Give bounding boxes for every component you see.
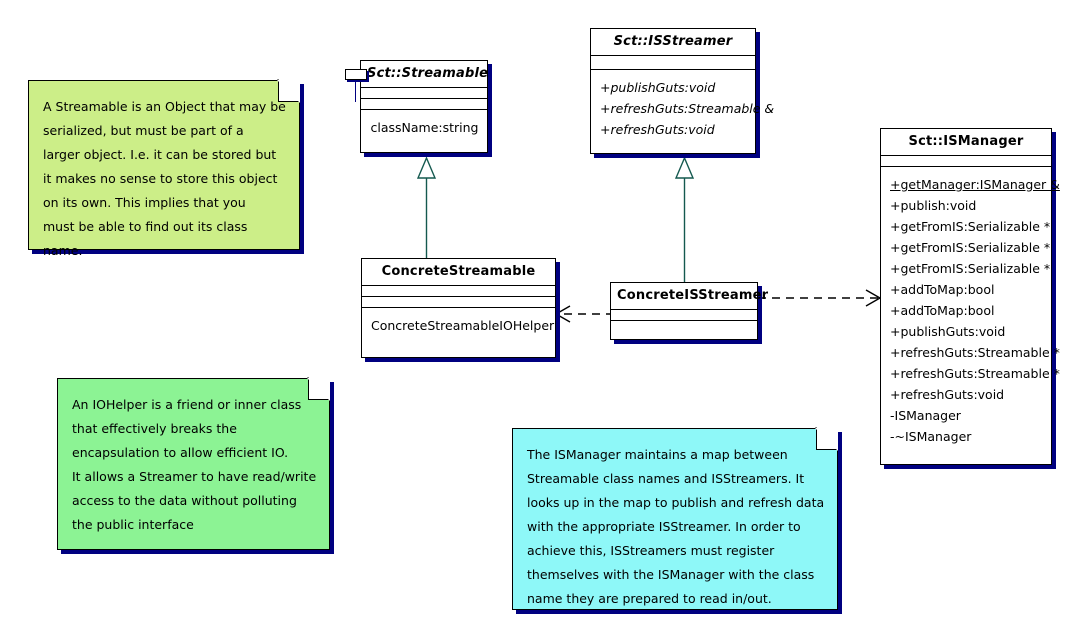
- class-member: +addToMap:bool: [890, 282, 995, 297]
- generalization-concrete-isstreamer-to-isstreamer: [674, 156, 695, 290]
- class-title-concrete-streamable: ConcreteStreamable: [381, 264, 536, 279]
- note-line: access to the data without polluting: [72, 493, 297, 508]
- note-line: must be able to find out its class: [43, 219, 248, 234]
- note-line: looks up in the map to publish and refre…: [527, 495, 825, 510]
- note-line: It allows a Streamer to have read/write: [72, 469, 317, 484]
- note-line: on its own. This implies that you: [43, 195, 246, 210]
- class-box-concrete-isstreamer[interactable]: ConcreteISStreamer: [610, 282, 769, 340]
- class-compartment-empty: [361, 98, 487, 109]
- class-compartment-empty: [611, 320, 757, 331]
- class-attributes-streamable: className:string: [361, 109, 487, 138]
- class-member: +publishGuts:void: [600, 80, 716, 95]
- class-box-streamable[interactable]: Sct::Streamable className:string: [345, 60, 489, 153]
- class-compartment-empty: [591, 55, 755, 69]
- class-title-streamable: Sct::Streamable: [367, 66, 489, 81]
- class-title-isstreamer: Sct::ISStreamer: [613, 34, 733, 49]
- dependency-concrete-isstreamer-to-ismanager: [758, 289, 882, 307]
- note-line: name.: [43, 243, 83, 258]
- note-line: An IOHelper is a friend or inner class: [72, 397, 302, 412]
- note-iohelper-body: An IOHelper is a friend or inner class t…: [58, 379, 329, 549]
- class-member: +refreshGuts:void: [890, 387, 1005, 402]
- note-line: A Streamable is an Object that may be: [43, 99, 286, 114]
- note-line: it makes no sense to store this object: [43, 171, 278, 186]
- class-member: +publish:void: [890, 198, 977, 213]
- class-box-ismanager[interactable]: Sct::ISManager +getManager:ISManager & +…: [880, 128, 1060, 465]
- class-member-static: +getManager:ISManager &: [890, 177, 1060, 192]
- class-compartment-empty: [362, 296, 555, 307]
- note-line: Streamable class names and ISStreamers. …: [527, 471, 805, 486]
- class-box-concrete-streamable[interactable]: ConcreteStreamable ConcreteStreamableIOH…: [361, 258, 556, 358]
- note-ismanager-body: The ISManager maintains a map between St…: [513, 429, 837, 609]
- class-member: -~ISManager: [890, 429, 972, 444]
- class-compartment-empty: [881, 155, 1051, 166]
- class-attributes-concrete-streamable: ConcreteStreamableIOHelper: [362, 307, 555, 336]
- class-member: ConcreteStreamableIOHelper: [371, 318, 555, 333]
- note-line: achieve this, ISStreamers must register: [527, 543, 775, 558]
- class-compartment-empty: [362, 285, 555, 296]
- generalization-concrete-streamable-to-streamable: [416, 156, 437, 270]
- note-line: The ISManager maintains a map between: [527, 447, 788, 462]
- note-line: the public interface: [72, 517, 194, 532]
- class-operations-isstreamer: +publishGuts:void +refreshGuts:Streamabl…: [591, 69, 775, 146]
- class-member: +refreshGuts:Streamable &: [600, 101, 775, 116]
- class-member: +getFromIS:Serializable *: [890, 219, 1051, 234]
- interface-tab-stem-icon: [355, 80, 356, 102]
- dependency-concrete-isstreamer-to-concrete-streamable: [554, 305, 614, 323]
- note-line: that effectively breaks the: [72, 421, 237, 436]
- class-member: +addToMap:bool: [890, 303, 995, 318]
- class-title-concrete-isstreamer: ConcreteISStreamer: [617, 288, 769, 303]
- note-line: themselves with the ISManager with the c…: [527, 567, 815, 582]
- class-member: +publishGuts:void: [890, 324, 1006, 339]
- note-line: larger object. I.e. it can be stored but: [43, 147, 277, 162]
- note-line: with the appropriate ISStreamer. In orde…: [527, 519, 801, 534]
- class-compartment-empty: [611, 309, 757, 320]
- note-streamable-body: A Streamable is an Object that may be se…: [29, 81, 299, 258]
- class-member: -ISManager: [890, 408, 961, 423]
- note-iohelper: An IOHelper is a friend or inner class t…: [57, 378, 330, 550]
- note-line: serialized, but must be part of a: [43, 123, 244, 138]
- note-line: encapsulation to allow efficient IO.: [72, 445, 289, 460]
- class-title-ismanager: Sct::ISManager: [908, 134, 1024, 149]
- note-ismanager: The ISManager maintains a map between St…: [512, 428, 838, 610]
- note-line: name they are prepared to read in/out.: [527, 591, 772, 606]
- interface-tab-icon: [345, 69, 367, 80]
- class-compartment-empty: [361, 87, 487, 98]
- class-member: +refreshGuts:Streamable *: [890, 345, 1060, 360]
- class-member: +getFromIS:Serializable *: [890, 240, 1051, 255]
- class-member: +getFromIS:Serializable *: [890, 261, 1051, 276]
- class-box-isstreamer[interactable]: Sct::ISStreamer +publishGuts:void +refre…: [590, 28, 775, 154]
- class-member: +refreshGuts:void: [600, 122, 715, 137]
- class-operations-ismanager: +getManager:ISManager & +publish:void +g…: [881, 166, 1060, 453]
- class-member: className:string: [370, 120, 479, 135]
- note-streamable: A Streamable is an Object that may be se…: [28, 80, 300, 258]
- class-member: +refreshGuts:Streamable *: [890, 366, 1060, 381]
